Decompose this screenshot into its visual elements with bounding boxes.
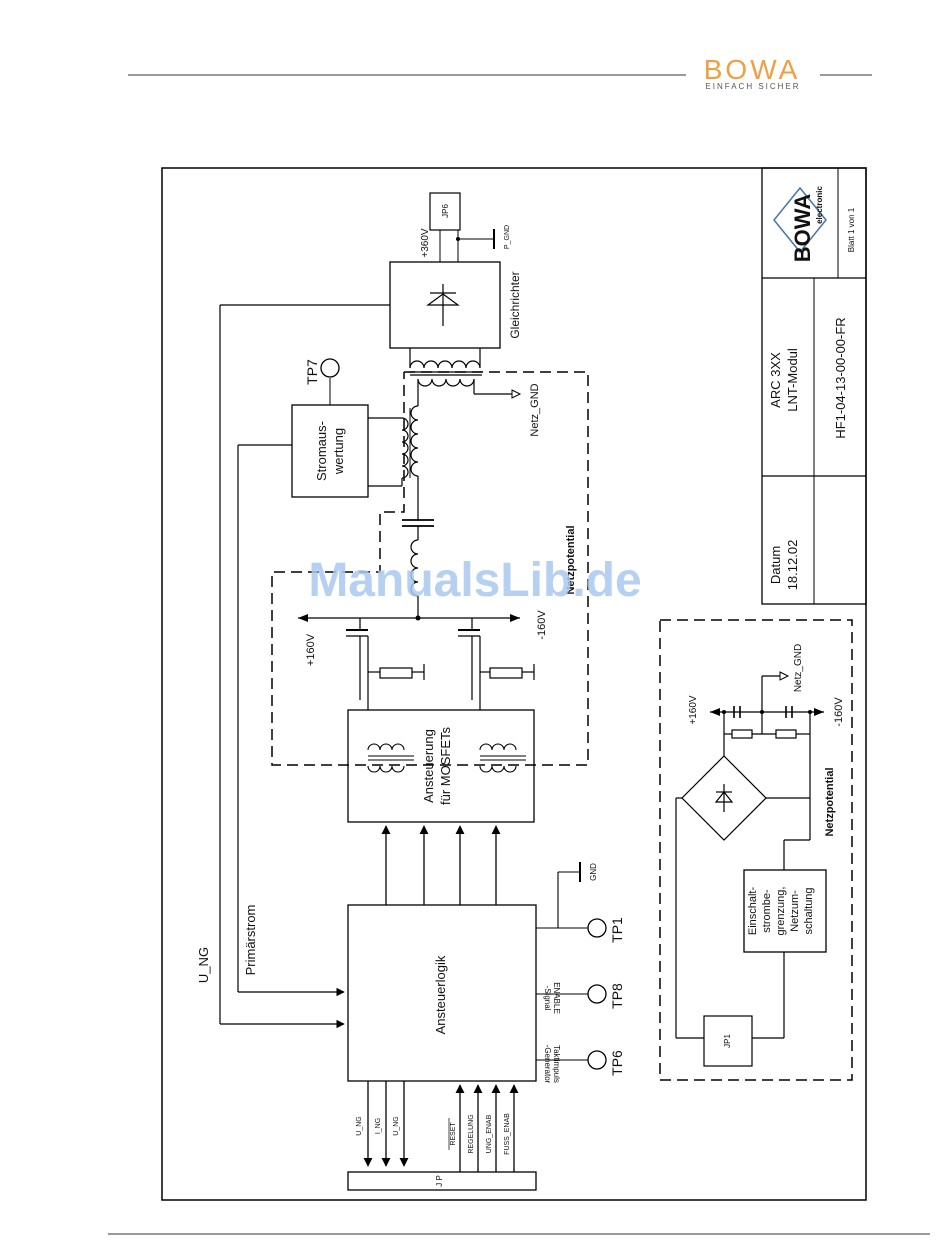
bus-label-2: U_NG: [393, 1116, 400, 1135]
jp6-connector: [429, 192, 461, 231]
netzpotential-region-right: [659, 619, 853, 1081]
ansteuerlogik-label: Ansteuerlogik: [433, 955, 448, 1034]
jp1-connector: [703, 1015, 753, 1067]
supply-v160-pos: +160V: [688, 695, 699, 725]
gleichrichter-label: Gleichrichter: [508, 271, 522, 338]
u-ng-label: U_NG: [196, 947, 211, 983]
title-module: LNT-Modul: [785, 348, 800, 412]
bus-label-6: FUSS_ENAB: [504, 1113, 511, 1155]
jp-label: J P: [435, 1175, 444, 1187]
inrush-label-5: schaltung: [803, 887, 815, 934]
tp8-label: TP8: [609, 983, 625, 1009]
mosfet-driver-block: Ansteuerung für MOSFETs: [347, 709, 535, 823]
tp8-testpoint: [587, 984, 607, 1004]
current-sense-winding: [368, 417, 409, 487]
tp7-label: TP7: [304, 359, 320, 385]
jp-bus: [363, 1081, 519, 1172]
title-date-value: 18.12.02: [785, 540, 800, 591]
enable-label-1: ENABLE: [552, 982, 561, 1014]
driver-label-2: für MOSFETs: [438, 727, 453, 806]
stromauswertung-label-2: wertung: [331, 428, 346, 475]
supply-netz-gnd: Netz_GND: [793, 644, 804, 692]
inrush-label-3: grenzung,: [775, 887, 787, 936]
bowa-tagline: EINFACH SICHER: [705, 82, 800, 91]
bridge-v160-pos: +160V: [305, 633, 317, 666]
primaerstrom-label: Primärstrom: [243, 905, 258, 976]
bus-label-0: U_NG: [356, 1116, 363, 1135]
bus-label-5: UNG_ENAB: [486, 1114, 493, 1153]
title-product: ARC 3XX: [768, 352, 783, 408]
inrush-label-4: Netzum-: [789, 890, 801, 932]
bus-label-1: I_NG: [375, 1118, 382, 1134]
netz-gnd-top-label: Netz_GND: [529, 383, 541, 436]
stromauswertung-label-1: Stromaus-: [314, 421, 329, 481]
netzpotential-top-label: Netzpotential: [565, 525, 577, 594]
title-block: BOWA electronic Blatt 1 von 1 ARC 3XX LN…: [761, 167, 867, 605]
page-header: BOWA EINFACH SICHER: [128, 54, 872, 91]
jp-connector: [347, 1171, 537, 1191]
jp6-label: JP6: [441, 204, 450, 218]
tp7-testpoint: [320, 358, 340, 378]
watermark: ManualsLib.de: [308, 554, 641, 607]
netzpotential-region-top: [271, 371, 589, 766]
title-sheet: Blatt 1 von 1: [847, 207, 856, 252]
jp1-label: JP1: [723, 1034, 732, 1048]
title-logo-diamond: [773, 186, 827, 254]
gnd-label: GND: [589, 863, 598, 881]
supply-v160-neg: -160V: [833, 697, 845, 727]
p-gnd-label: P_GND: [504, 225, 511, 249]
inrush-limiter-block: [743, 869, 827, 953]
gleichrichter-block: Gleichrichter: [389, 261, 522, 349]
feedback-lines: [219, 304, 390, 1029]
tp1-testpoint: [587, 918, 607, 938]
main-transformer: [409, 348, 512, 406]
tp1-label: TP1: [609, 917, 625, 943]
v360-label: +360V: [420, 228, 431, 258]
title-doc-number: HF1-04-13-00-00-FR: [833, 317, 848, 438]
supply-section: [675, 675, 824, 1039]
inrush-label-2: strombe-: [761, 889, 773, 933]
title-logo-sub: electronic: [815, 186, 824, 224]
bus-label-3: RESET: [450, 1122, 457, 1146]
tp6-label: TP6: [609, 1050, 625, 1076]
takt-label-1: Taktimpuls: [552, 1045, 561, 1083]
tp6-testpoint: [587, 1050, 607, 1070]
bowa-logo: BOWA: [704, 54, 801, 85]
bus-labels: U_NG I_NG U_NG RESET REGELUNG UNG_ENAB F…: [356, 1113, 511, 1155]
title-date-label: Datum: [768, 546, 783, 584]
half-bridge: [298, 617, 535, 710]
title-logo-text: BOWA: [790, 194, 815, 263]
netzpotential-right-label: Netzpotential: [824, 767, 836, 836]
ansteuerlogik-block: Ansteuerlogik: [347, 904, 537, 1082]
stromauswertung-block: Stromaus- wertung: [291, 404, 369, 498]
logic-to-driver-arrows: [381, 825, 501, 905]
takt-label-2: -Generator: [543, 1045, 552, 1084]
inrush-label-1: Einschalt-: [747, 887, 759, 936]
drawing-frame: [161, 167, 867, 1201]
bridge-v160-neg: -160V: [536, 610, 548, 640]
enable-label-2: -Signal: [543, 986, 552, 1011]
series-chain: [402, 405, 434, 618]
bus-label-4: REGELUNG: [468, 1114, 475, 1153]
driver-label-1: Ansteuerung: [421, 729, 436, 803]
